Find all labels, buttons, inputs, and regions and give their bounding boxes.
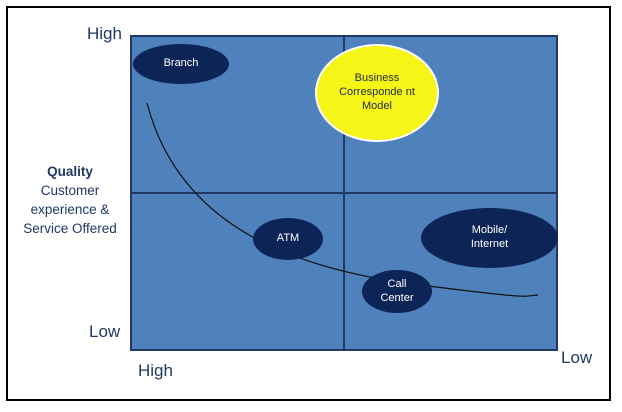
channel-branch: Branch bbox=[133, 44, 229, 84]
y-axis-title-line3: experience & bbox=[30, 202, 110, 217]
y-axis-low-label: Low bbox=[89, 322, 121, 341]
channel-branch-label: Branch bbox=[163, 57, 199, 70]
y-axis-title-quality: Quality bbox=[47, 164, 93, 179]
channel-atm-label: ATM bbox=[276, 232, 300, 245]
channel-call-center: Call Center bbox=[362, 270, 432, 313]
channel-business-correspondent-label: Business Corresponde nt Model bbox=[339, 72, 415, 112]
channel-atm: ATM bbox=[253, 218, 323, 260]
y-axis-title-line2: Customer bbox=[40, 183, 100, 198]
y-axis-high-label: High bbox=[87, 24, 122, 43]
channel-mobile-internet: Mobile/ Internet bbox=[421, 208, 558, 268]
grid-horizontal-divider bbox=[130, 192, 558, 194]
y-axis-title: Quality Customer experience & Service Of… bbox=[14, 162, 126, 238]
channel-business-correspondent: Business Corresponde nt Model bbox=[315, 44, 439, 142]
x-axis-low-label: Low bbox=[561, 348, 593, 367]
channel-call-center-label: Call Center bbox=[380, 277, 414, 304]
y-axis-title-line4: Service Offered bbox=[23, 221, 117, 236]
x-axis-high-label: High bbox=[138, 361, 173, 380]
channel-mobile-internet-label: Mobile/ Internet bbox=[470, 224, 509, 250]
diagram-frame bbox=[6, 6, 611, 401]
